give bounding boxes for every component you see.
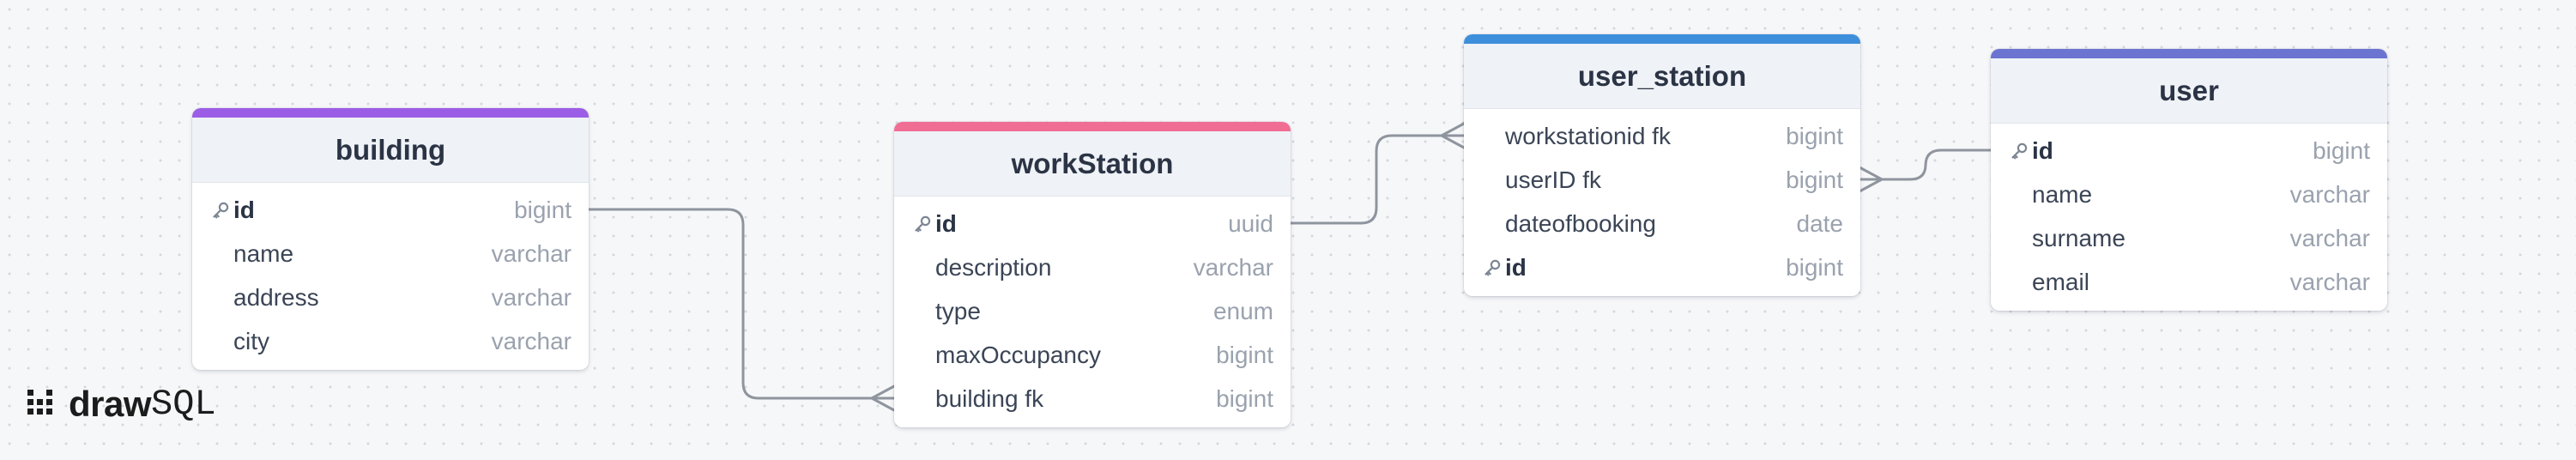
- column-row[interactable]: id uuid: [894, 202, 1291, 245]
- column-type: bigint: [2313, 136, 2370, 164]
- relationship-workstation-userstation[interactable]: [1289, 122, 1466, 225]
- column-row[interactable]: city varchar: [192, 319, 589, 363]
- column-list: id bigint name varchar surname varchar email va…: [1991, 124, 2387, 311]
- column-row[interactable]: id bigint: [1464, 245, 1860, 289]
- key-slot-empty: [209, 243, 232, 265]
- primary-key-icon: [911, 213, 934, 235]
- column-list: id uuid description varchar type enum maxOccup…: [894, 197, 1291, 427]
- column-type: varchar: [491, 283, 571, 311]
- column-name: userID fk: [1505, 166, 1602, 193]
- column-row[interactable]: description varchar: [894, 245, 1291, 289]
- column-name: email: [2032, 268, 2089, 295]
- key-slot-empty: [1481, 125, 1503, 148]
- column-type: bigint: [1786, 253, 1843, 281]
- table-title[interactable]: user_station: [1464, 44, 1860, 109]
- key-slot-empty: [1481, 213, 1503, 235]
- column-row[interactable]: email varchar: [1991, 260, 2387, 304]
- column-type: varchar: [491, 327, 571, 354]
- table-accent-bar: [894, 122, 1291, 131]
- column-name: name: [2032, 180, 2093, 208]
- key-slot-empty: [911, 388, 934, 410]
- table-building[interactable]: building id bigint name varchar address varch…: [192, 108, 589, 370]
- column-name: workstationid fk: [1505, 122, 1671, 149]
- column-row[interactable]: address varchar: [192, 275, 589, 319]
- column-type: varchar: [1193, 253, 1273, 281]
- column-name: id: [233, 196, 255, 223]
- key-slot-empty: [911, 257, 934, 279]
- column-row[interactable]: id bigint: [1991, 129, 2387, 172]
- column-type: bigint: [514, 196, 571, 223]
- column-type: varchar: [491, 239, 571, 267]
- column-row[interactable]: userID fk bigint: [1464, 158, 1860, 202]
- relationship-building-workstation[interactable]: [587, 208, 896, 412]
- column-type: varchar: [2289, 268, 2370, 295]
- key-slot-empty: [2008, 271, 2030, 294]
- key-slot-empty: [209, 330, 232, 353]
- column-name: building fk: [935, 384, 1044, 412]
- column-name: surname: [2032, 224, 2126, 251]
- column-row[interactable]: id bigint: [192, 188, 589, 232]
- column-row[interactable]: workstationid fk bigint: [1464, 114, 1860, 158]
- key-slot-empty: [2008, 184, 2030, 206]
- link-line: [587, 208, 896, 400]
- column-type: bigint: [1786, 122, 1843, 149]
- column-name: name: [233, 239, 294, 267]
- link-line: [1858, 148, 1992, 181]
- column-list: id bigint name varchar address varchar city var…: [192, 183, 589, 370]
- crowfoot-icon: [1858, 166, 1884, 193]
- column-name: id: [1505, 253, 1527, 281]
- column-type: bigint: [1216, 384, 1273, 412]
- table-accent-bar: [1991, 49, 2387, 58]
- column-type: varchar: [2289, 180, 2370, 208]
- column-row[interactable]: maxOccupancy bigint: [894, 333, 1291, 377]
- crowfoot-icon: [870, 384, 896, 412]
- column-row[interactable]: dateofbooking date: [1464, 202, 1860, 245]
- column-name: id: [935, 209, 957, 237]
- column-row[interactable]: name varchar: [1991, 172, 2387, 216]
- column-row[interactable]: building fk bigint: [894, 377, 1291, 421]
- crowfoot-icon: [1440, 122, 1466, 149]
- link-line: [1289, 134, 1466, 225]
- table-accent-bar: [192, 108, 589, 118]
- table-title[interactable]: user: [1991, 58, 2387, 124]
- logo-text-sql: SQL: [151, 384, 216, 425]
- column-name: dateofbooking: [1505, 209, 1656, 237]
- column-type: bigint: [1216, 341, 1273, 368]
- column-type: enum: [1212, 297, 1273, 324]
- key-slot-empty: [911, 300, 934, 323]
- primary-key-icon: [2008, 140, 2030, 162]
- drawsql-logo-icon: [27, 390, 52, 415]
- key-slot-empty: [1481, 169, 1503, 191]
- column-row[interactable]: type enum: [894, 289, 1291, 333]
- column-name: maxOccupancy: [935, 341, 1101, 368]
- primary-key-icon: [209, 199, 232, 221]
- table-workstation[interactable]: workStation id uuid description varchar type…: [894, 122, 1291, 427]
- table-accent-bar: [1464, 34, 1860, 44]
- column-type: varchar: [2289, 224, 2370, 251]
- column-list: workstationid fk bigint userID fk bigint dat…: [1464, 109, 1860, 296]
- table-title[interactable]: building: [192, 118, 589, 183]
- column-name: address: [233, 283, 319, 311]
- table-title[interactable]: workStation: [894, 131, 1291, 197]
- column-type: date: [1796, 209, 1844, 237]
- column-type: bigint: [1786, 166, 1843, 193]
- column-name: id: [2032, 136, 2053, 164]
- column-name: city: [233, 327, 269, 354]
- key-slot-empty: [2008, 227, 2030, 250]
- column-row[interactable]: surname varchar: [1991, 216, 2387, 260]
- relationship-user-userstation[interactable]: [1858, 148, 1992, 193]
- column-name: type: [935, 297, 981, 324]
- column-row[interactable]: name varchar: [192, 232, 589, 275]
- column-name: description: [935, 253, 1052, 281]
- key-slot-empty: [911, 344, 934, 366]
- column-type: uuid: [1228, 209, 1273, 237]
- key-slot-empty: [209, 287, 232, 309]
- primary-key-icon: [1481, 257, 1503, 279]
- logo-text-draw: draw: [69, 384, 152, 424]
